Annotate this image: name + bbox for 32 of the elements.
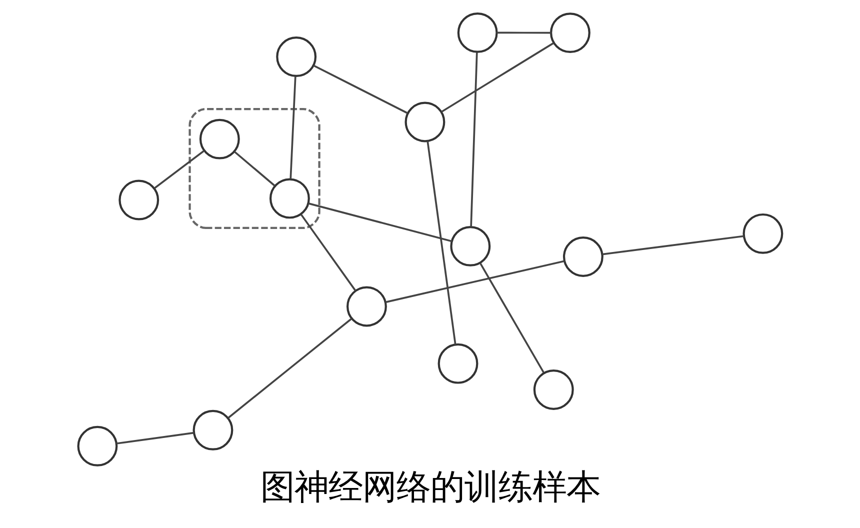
connector [233, 150, 275, 187]
connector [470, 52, 478, 227]
node-circle [549, 12, 590, 54]
connector [440, 42, 554, 113]
node-circle [742, 213, 783, 254]
node-circle [76, 426, 118, 466]
node-circle [450, 226, 490, 266]
connector [496, 32, 551, 34]
node-circle [404, 102, 445, 142]
connector [153, 150, 204, 189]
connector [426, 141, 456, 345]
connector [478, 262, 544, 374]
node-circle [532, 370, 574, 410]
connector [312, 64, 408, 114]
node-circle [268, 178, 310, 219]
node-circle [456, 12, 498, 53]
connector [227, 318, 352, 419]
node-circle [437, 343, 478, 384]
connector [289, 76, 296, 179]
node-circle [562, 236, 603, 277]
node-circle [346, 286, 386, 327]
connector [602, 235, 744, 256]
node-circle [118, 180, 159, 220]
connector [384, 260, 564, 304]
connector [308, 202, 452, 242]
cluster [188, 108, 320, 230]
connector [300, 214, 356, 292]
caption: 图神经网络的训练样本 [260, 467, 600, 508]
node-circle [192, 410, 233, 450]
node-circle [276, 36, 316, 77]
connector [116, 432, 194, 444]
node-circle [198, 118, 240, 160]
